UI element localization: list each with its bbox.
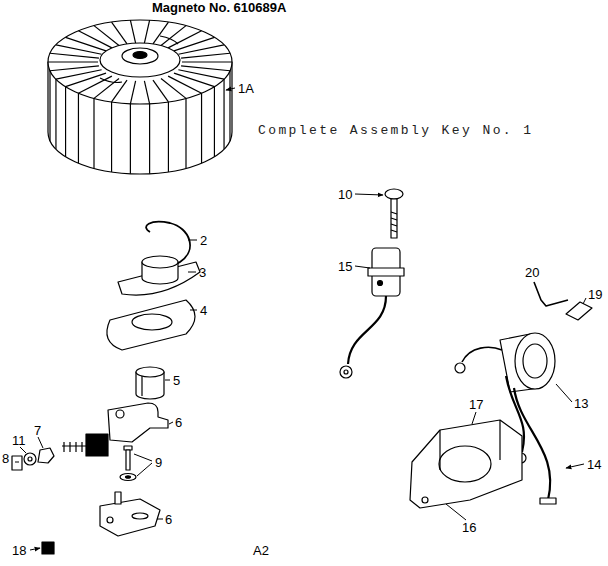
fin <box>201 93 202 163</box>
fin <box>130 104 131 174</box>
diagram-title: Magneto No. 610689A <box>152 1 286 14</box>
callout-number: 15 <box>338 260 352 273</box>
callout-number: 6 <box>165 513 172 526</box>
fin <box>50 66 99 71</box>
fin <box>48 61 98 62</box>
callout-number: 10 <box>338 188 352 201</box>
fin <box>214 87 215 157</box>
callout-number: 18 <box>12 544 26 557</box>
terminal <box>12 456 22 470</box>
fin <box>56 45 102 54</box>
callout-number: 5 <box>173 374 180 387</box>
fin <box>50 53 99 58</box>
leader-lines <box>20 88 586 550</box>
callout-number: 2 <box>200 234 207 247</box>
callout-number: 14 <box>587 458 601 471</box>
flywheel <box>48 20 232 174</box>
fin <box>174 73 214 87</box>
callout-number: 11 <box>12 434 26 447</box>
fin <box>161 78 186 98</box>
fin <box>55 79 56 149</box>
fin <box>49 71 50 141</box>
assembly-note: Complete Assembly Key No. 1 <box>258 124 533 137</box>
fin <box>168 102 169 172</box>
fin <box>181 53 230 58</box>
callout-number: 16 <box>462 521 476 534</box>
fin <box>112 22 127 44</box>
fin <box>153 22 168 44</box>
fin <box>78 76 111 93</box>
fin <box>94 26 119 46</box>
bushing <box>136 367 164 399</box>
callout-number: 4 <box>200 304 207 317</box>
callout-number: 1A <box>238 82 254 95</box>
clip <box>566 302 592 320</box>
fin <box>185 98 186 168</box>
fin <box>94 78 119 98</box>
fin <box>223 79 224 149</box>
fin <box>178 45 224 54</box>
fin <box>144 81 149 104</box>
callout-number: 7 <box>34 424 41 437</box>
figure-code: A2 <box>253 544 269 557</box>
fin <box>130 20 135 43</box>
callout-number: 17 <box>469 398 483 411</box>
cam <box>118 256 200 295</box>
fin <box>56 70 102 79</box>
fin <box>144 20 149 43</box>
ground-wire <box>534 282 568 306</box>
fin <box>111 102 112 172</box>
washer <box>24 453 36 465</box>
callout-number: 9 <box>155 456 162 469</box>
fin <box>168 76 201 93</box>
fin <box>130 81 135 104</box>
fin <box>174 37 214 51</box>
screw <box>120 446 136 481</box>
callout-number: 13 <box>574 397 588 410</box>
fin <box>66 73 106 87</box>
felt-plate <box>107 300 195 350</box>
nut <box>38 448 54 463</box>
callout-number: 8 <box>2 452 9 465</box>
callout-number: 19 <box>588 288 602 301</box>
fin <box>161 26 186 46</box>
screw <box>385 189 403 238</box>
fin <box>112 80 127 102</box>
fin <box>93 98 94 168</box>
fin <box>182 61 232 62</box>
fin <box>78 93 79 163</box>
fin <box>181 66 230 71</box>
callout-number: 3 <box>199 266 206 279</box>
callout-number: 20 <box>525 266 539 279</box>
armature-bracket <box>410 420 522 508</box>
fin <box>65 87 66 157</box>
fin <box>229 71 230 141</box>
fin <box>149 104 150 174</box>
fin <box>153 80 168 102</box>
fin <box>66 37 106 51</box>
fin <box>168 31 201 48</box>
breaker-arm <box>62 403 168 456</box>
fin <box>178 70 224 79</box>
fin <box>78 31 111 48</box>
breaker-plate <box>100 492 160 536</box>
felt-block <box>42 542 54 554</box>
callout-number: 6 <box>175 416 182 429</box>
